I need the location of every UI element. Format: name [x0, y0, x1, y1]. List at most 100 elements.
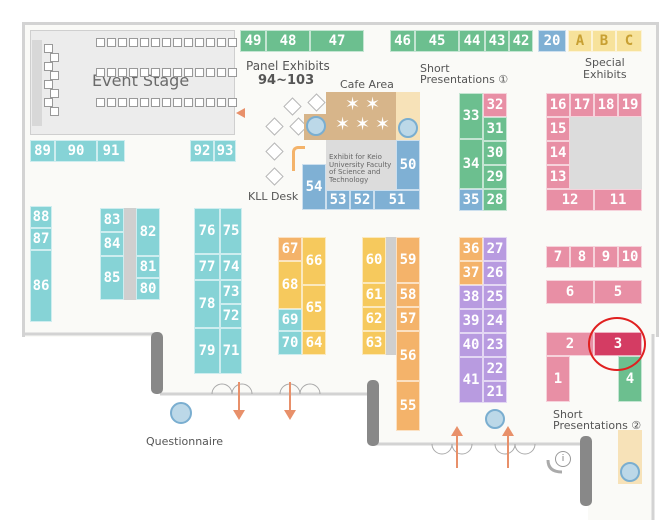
questionnaire-icon[interactable] — [170, 402, 192, 424]
booth-30[interactable]: 30 — [483, 141, 507, 165]
booth-76[interactable]: 76 — [194, 208, 220, 254]
booth-53[interactable]: 53 — [326, 190, 350, 210]
booth-35[interactable]: 35 — [459, 189, 483, 211]
booth-40[interactable]: 40 — [459, 333, 483, 357]
booth-74[interactable]: 74 — [220, 254, 242, 280]
booth-73[interactable]: 73 — [220, 280, 242, 304]
booth-72[interactable]: 72 — [220, 304, 242, 328]
booth-47[interactable]: 47 — [310, 30, 364, 52]
booth-2[interactable]: 2 — [546, 332, 594, 356]
booth-8[interactable]: 8 — [570, 246, 594, 268]
booth-C[interactable]: C — [616, 30, 642, 52]
booth-48[interactable]: 48 — [266, 30, 310, 52]
booth-82[interactable]: 82 — [136, 208, 160, 256]
booth-65[interactable]: 65 — [302, 285, 326, 331]
booth-7[interactable]: 7 — [546, 246, 570, 268]
booth-50[interactable]: 50 — [396, 140, 420, 190]
stage-chair — [195, 68, 204, 77]
booth-A[interactable]: A — [568, 30, 592, 52]
booth-34[interactable]: 34 — [459, 139, 483, 189]
booth-85[interactable]: 85 — [100, 256, 124, 300]
booth-18[interactable]: 18 — [594, 93, 618, 117]
booth-58[interactable]: 58 — [396, 283, 420, 307]
booth-14[interactable]: 14 — [546, 141, 570, 165]
stage-chair — [96, 38, 105, 47]
booth-49[interactable]: 49 — [240, 30, 266, 52]
booth-11[interactable]: 11 — [594, 189, 642, 211]
booth-19[interactable]: 19 — [618, 93, 642, 117]
booth-89[interactable]: 89 — [30, 140, 55, 162]
booth-13[interactable]: 13 — [546, 165, 570, 189]
booth-52[interactable]: 52 — [350, 190, 374, 210]
booth-61[interactable]: 61 — [362, 283, 386, 307]
booth-81[interactable]: 81 — [136, 256, 160, 278]
booth-55[interactable]: 55 — [396, 381, 420, 431]
booth-38[interactable]: 38 — [459, 285, 483, 309]
info-icon[interactable]: i — [555, 451, 571, 467]
booth-91[interactable]: 91 — [97, 140, 125, 162]
presentation-icon — [620, 462, 640, 482]
booth-88[interactable]: 88 — [30, 206, 52, 228]
booth-32[interactable]: 32 — [483, 93, 507, 117]
booth-12[interactable]: 12 — [546, 189, 594, 211]
booth-1[interactable]: 1 — [546, 356, 570, 402]
booth-26[interactable]: 26 — [483, 261, 507, 285]
booth-57[interactable]: 57 — [396, 307, 420, 331]
booth-92[interactable]: 92 — [190, 140, 214, 162]
booth-79[interactable]: 79 — [194, 328, 220, 374]
booth-63[interactable]: 63 — [362, 331, 386, 355]
booth-87[interactable]: 87 — [30, 228, 52, 250]
booth-31[interactable]: 31 — [483, 117, 507, 141]
booth-36[interactable]: 36 — [459, 237, 483, 261]
booth-29[interactable]: 29 — [483, 165, 507, 189]
booth-44[interactable]: 44 — [459, 30, 485, 52]
booth-16[interactable]: 16 — [546, 93, 570, 117]
booth-68[interactable]: 68 — [278, 261, 302, 309]
booth-70[interactable]: 70 — [278, 331, 302, 355]
booth-64[interactable]: 64 — [302, 331, 326, 355]
booth-21[interactable]: 21 — [483, 381, 507, 403]
booth-10[interactable]: 10 — [618, 246, 642, 268]
booth-27[interactable]: 27 — [483, 237, 507, 261]
booth-80[interactable]: 80 — [136, 278, 160, 300]
booth-69[interactable]: 69 — [278, 309, 302, 331]
booth-9[interactable]: 9 — [594, 246, 618, 268]
booth-60[interactable]: 60 — [362, 237, 386, 283]
booth-75[interactable]: 75 — [220, 208, 242, 254]
booth-86[interactable]: 86 — [30, 250, 52, 322]
booth-83[interactable]: 83 — [100, 208, 124, 232]
booth-22[interactable]: 22 — [483, 357, 507, 381]
booth-15[interactable]: 15 — [546, 117, 570, 141]
booth-46[interactable]: 46 — [390, 30, 415, 52]
booth-71[interactable]: 71 — [220, 328, 242, 374]
booth-42[interactable]: 42 — [509, 30, 533, 52]
booth-54[interactable]: 54 — [302, 164, 326, 210]
booth-56[interactable]: 56 — [396, 331, 420, 381]
booth-5[interactable]: 5 — [594, 280, 642, 304]
booth-43[interactable]: 43 — [485, 30, 509, 52]
booth-6[interactable]: 6 — [546, 280, 594, 304]
booth-41[interactable]: 41 — [459, 357, 483, 403]
booth-51[interactable]: 51 — [374, 190, 420, 210]
booth-78[interactable]: 78 — [194, 280, 220, 328]
booth-39[interactable]: 39 — [459, 309, 483, 333]
booth-33[interactable]: 33 — [459, 93, 483, 139]
booth-45[interactable]: 45 — [415, 30, 459, 52]
booth-17[interactable]: 17 — [570, 93, 594, 117]
booth-20[interactable]: 20 — [538, 30, 566, 52]
booth-25[interactable]: 25 — [483, 285, 507, 309]
booth-B[interactable]: B — [592, 30, 616, 52]
booth-37[interactable]: 37 — [459, 261, 483, 285]
booth-28[interactable]: 28 — [483, 189, 507, 211]
stage-chair — [96, 68, 105, 77]
booth-59[interactable]: 59 — [396, 237, 420, 283]
booth-84[interactable]: 84 — [100, 232, 124, 256]
booth-77[interactable]: 77 — [194, 254, 220, 280]
booth-66[interactable]: 66 — [302, 237, 326, 285]
booth-23[interactable]: 23 — [483, 333, 507, 357]
booth-90[interactable]: 90 — [55, 140, 97, 162]
booth-62[interactable]: 62 — [362, 307, 386, 331]
booth-67[interactable]: 67 — [278, 237, 302, 261]
booth-24[interactable]: 24 — [483, 309, 507, 333]
booth-93[interactable]: 93 — [214, 140, 236, 162]
